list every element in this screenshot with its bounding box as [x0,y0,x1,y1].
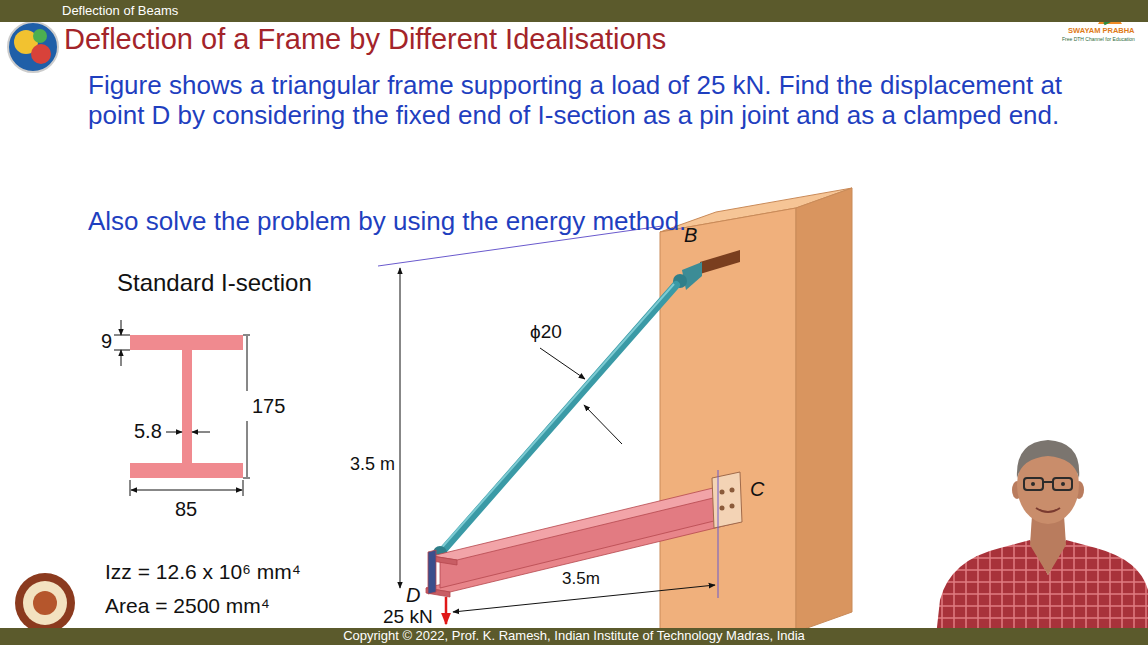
frame-dimension-lines-part [453,585,715,612]
course-logo [8,22,58,72]
end-plate-c-part [720,506,725,511]
end-plate-c [712,472,742,528]
presenter-video-part [1053,478,1072,490]
band-text: Deflection of Beams [62,4,178,18]
section-heading: Standard I-section [117,270,312,296]
dimension-label: 3.5 m [350,455,395,475]
i-beam-part [432,488,738,560]
presenter-video-part [1031,482,1035,486]
section-dimension-lines-part [114,335,130,336]
dimension-label: 5.8 [134,420,162,442]
course-logo-part [33,29,47,43]
course-logo-part [31,44,51,64]
section-dimension-lines-part [114,350,130,351]
frame-dimension-lines-part [540,348,585,379]
presenter-video-part [1043,481,1053,483]
section-dimension-lines-part [131,490,242,491]
end-plate-c-part [730,488,735,493]
logo-text: SWAYAM PRABHA [1068,27,1135,35]
dimension-label: 85 [175,498,197,520]
end-plate-c-part [720,490,725,495]
institute-logo [15,573,75,633]
dimension-label: 3.5m [562,570,600,589]
course-logo-part [8,22,58,72]
course-logo-part [8,22,58,72]
i-section-drawing-part [182,350,192,463]
slide-title: Deflection of a Frame by Different Ideal… [64,24,666,56]
wall-part [796,188,852,632]
presenter-video [935,440,1148,645]
presenter-video-part [1036,508,1060,512]
section-dimension-lines-part [121,350,122,366]
bracket-b [673,250,740,290]
property-note: Area = 2500 mm⁴ [105,594,270,617]
band-text: Copyright © 2022, Prof. K. Ramesh, India… [343,629,805,643]
dimension-label: 9 [101,330,112,352]
load-arrow [446,597,447,624]
point-label: D [406,584,420,606]
section-dimension-lines-part [130,480,131,496]
section-dimension-lines-part [243,478,250,479]
section-dimension-lines-part [121,320,122,335]
institute-logo-part [23,581,67,625]
frame-dimension-lines-part [400,268,401,588]
load-label: 25 kN [383,607,433,628]
point-label: C [750,478,764,500]
section-dimension-lines-part [166,432,182,433]
point-label: B [684,224,697,246]
section-dimension-lines-part [243,335,250,336]
presenter-video-part [1061,482,1065,486]
presenter-video-part [1017,440,1079,478]
i-beam-part [428,550,436,594]
wall [660,188,852,640]
end-plate-c-part [730,504,735,509]
frame-dimension-lines [378,226,718,612]
section-dimension-lines-part [243,480,244,496]
problem-text: Figure shows a triangular frame supporti… [88,70,1073,130]
i-section-drawing-part [130,335,243,350]
wall-part [660,208,796,640]
section-dimension-lines-part [192,432,210,433]
footer-band: Copyright © 2022, Prof. K. Ramesh, India… [0,628,1148,645]
dimension-label: 175 [252,395,285,417]
presenter-video-part [1024,478,1043,490]
i-section-drawing-part [130,463,243,478]
header-band: Deflection of Beams [0,0,1148,22]
section-dimension-lines [114,320,250,496]
section-dimension-lines-part [247,421,248,477]
i-beam [426,488,740,597]
property-note: Izz = 12.6 x 10⁶ mm⁴ [105,560,301,583]
problem-text: Also solve the problem by using the ener… [88,207,686,236]
i-section-drawing [130,335,243,478]
frame-dimension-lines-part [718,470,719,598]
rod-diameter: ϕ20 [530,322,562,343]
load-arrow-part [445,597,448,624]
section-dimension-lines-part [247,336,248,391]
institute-logo-part [33,591,57,615]
end-plate-c-part [712,472,742,528]
bracket-b-part [700,250,740,274]
logo-text: Free DTH Channel for Education [1062,37,1135,43]
frame-dimension-lines-part [584,405,622,444]
institute-logo-part [15,573,75,633]
